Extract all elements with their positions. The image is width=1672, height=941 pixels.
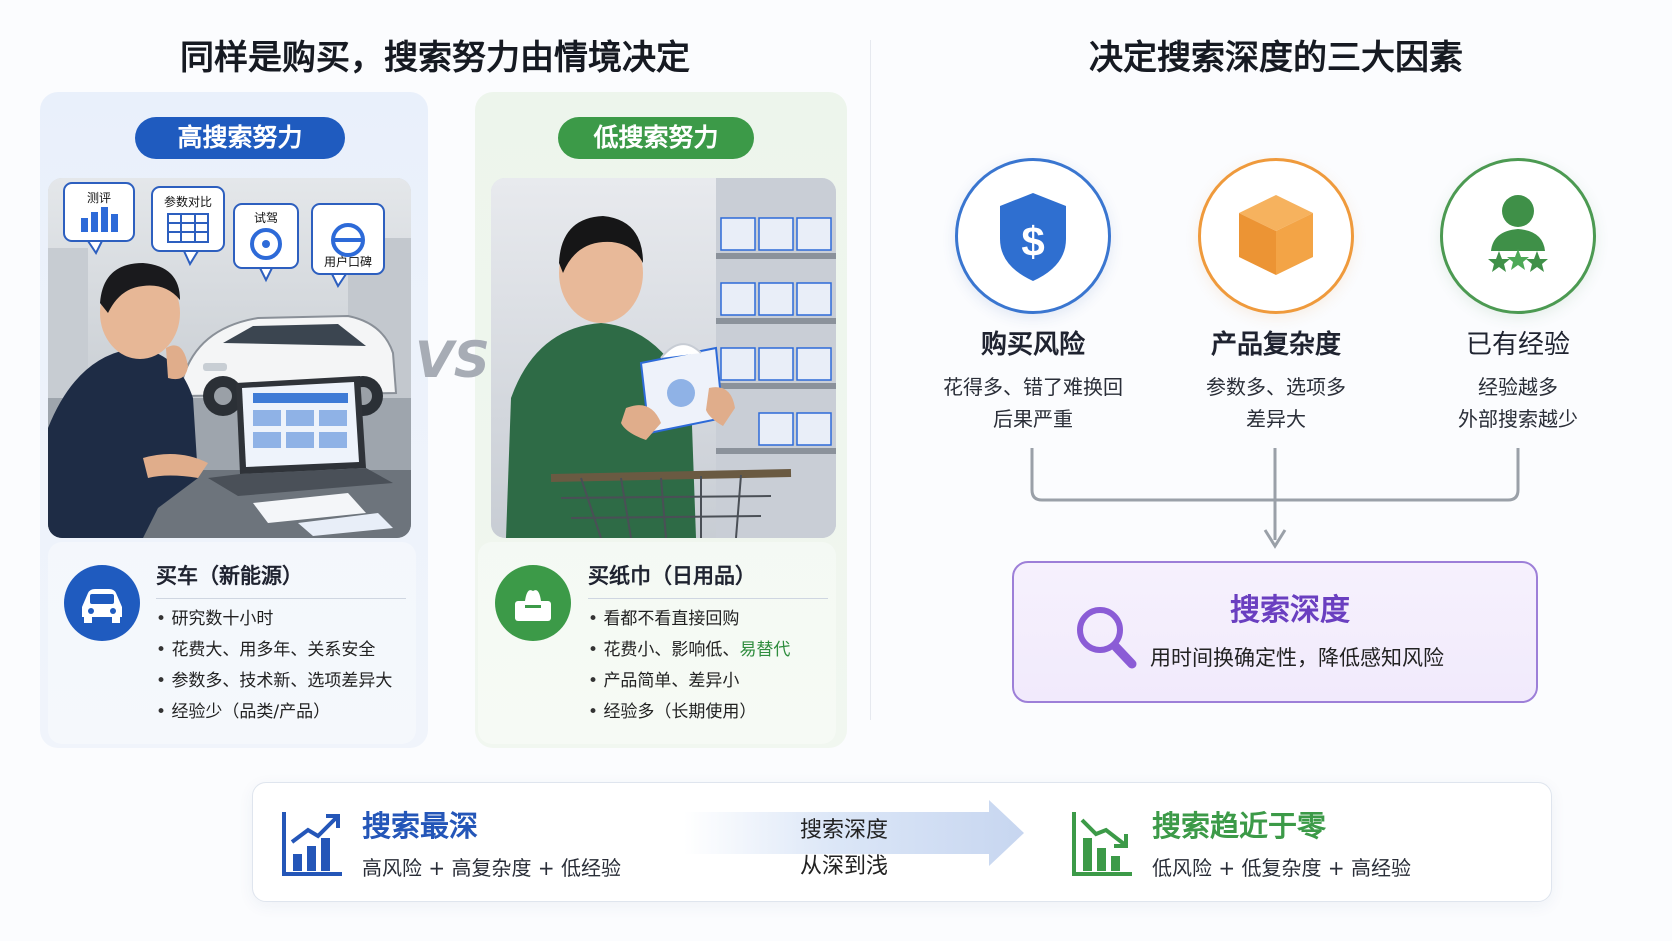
shield-dollar-icon: $	[1000, 193, 1066, 281]
near-zero-search-formula: 低风险 + 低复杂度 + 高经验	[1152, 856, 1411, 880]
highlight-text: 易替代	[739, 640, 791, 660]
card-divider	[156, 598, 406, 599]
factor-desc-experience-line1: 经验越多	[1478, 375, 1558, 399]
deep-to-shallow-arrow	[684, 800, 1024, 866]
factor-name-complexity: 产品复杂度	[1210, 330, 1341, 360]
car-case-title: 买车（新能源）	[156, 564, 303, 588]
car-buying-scene: 测评 参数对比 试驾 用户口碑	[48, 178, 411, 538]
magnifier-icon	[1070, 600, 1142, 676]
factor-name-risk: 购买风险	[980, 330, 1085, 360]
list-item: 产品简单、差异小	[588, 666, 838, 697]
tissue-case-list: 看都不看直接回购 花费小、影响低、易替代 产品简单、差异小 经验多（长期使用）	[588, 604, 838, 728]
list-item-text: 花费小、影响低、	[603, 640, 740, 660]
deepest-search-formula: 高风险 + 高复杂度 + 低经验	[362, 856, 621, 880]
right-section-title: 决定搜索深度的三大因素	[1089, 38, 1463, 78]
factor-connector-lines	[1030, 448, 1520, 549]
list-item: 研究数十小时	[156, 604, 416, 635]
box-icon	[1239, 195, 1313, 275]
bubble-label: 试驾	[254, 210, 278, 225]
list-item: 花费大、用多年、关系安全	[156, 635, 416, 666]
factor-desc-risk-line1: 花得多、错了难换回	[943, 375, 1123, 399]
factor-desc-complexity-line2: 差异大	[1246, 407, 1306, 431]
section-divider	[870, 40, 871, 720]
list-item: 经验多（长期使用）	[588, 697, 838, 728]
list-item: 参数多、技术新、选项差异大	[156, 666, 416, 697]
left-section-title: 同样是购买，搜索努力由情境决定	[180, 38, 690, 78]
card-divider	[588, 598, 828, 599]
factor-desc-complexity-line1: 参数多、选项多	[1206, 375, 1346, 399]
falling-chart-icon	[1070, 808, 1136, 878]
bubble-label: 测评	[87, 191, 111, 205]
bubble-label: 参数对比	[164, 194, 212, 209]
factor-desc-experience-line2: 外部搜索越少	[1458, 407, 1578, 431]
deepest-search-title: 搜索最深	[362, 809, 479, 843]
user-stars-icon	[1488, 195, 1548, 272]
list-item: 看都不看直接回购	[588, 604, 838, 635]
car-buying-illustration: 测评 参数对比 试驾 用户口碑	[48, 178, 411, 538]
bubble-label: 用户口碑	[324, 254, 372, 269]
tissue-buying-scene	[491, 178, 836, 538]
review-bubble: 测评	[63, 182, 135, 255]
arrow-label-bottom: 从深到浅	[799, 854, 888, 879]
tissue-case-title: 买纸巾（日用品）	[588, 564, 756, 588]
list-item: 花费小、影响低、易替代	[588, 635, 838, 666]
complexity-factor-circle	[1198, 158, 1354, 314]
rising-chart-icon	[280, 808, 346, 878]
car-icon	[64, 565, 140, 641]
result-subtitle: 用时间换确定性，降低感知风险	[1150, 646, 1444, 670]
compare-bubble: 参数对比	[151, 186, 225, 267]
vs-label: VS	[415, 331, 490, 389]
tissue-box-icon	[495, 565, 571, 641]
user-reviews-bubble: 用户口碑	[311, 203, 385, 288]
car-case-list: 研究数十小时 花费大、用多年、关系安全 参数多、技术新、选项差异大 经验少（品类…	[156, 604, 416, 728]
test-drive-bubble: 试驾	[233, 203, 299, 283]
arrow-label-top: 搜索深度	[799, 818, 888, 843]
high-effort-pill: 高搜索努力	[135, 117, 345, 159]
factor-name-experience: 已有经验	[1465, 330, 1570, 360]
search-depth-result-box	[1012, 561, 1538, 703]
tissue-buying-illustration	[491, 178, 836, 538]
list-item: 经验少（品类/产品）	[156, 697, 416, 728]
low-effort-pill: 低搜索努力	[558, 117, 754, 159]
near-zero-search-title: 搜索趋近于零	[1152, 809, 1327, 843]
experience-factor-circle	[1440, 158, 1596, 314]
factor-desc-risk-line2: 后果严重	[993, 407, 1073, 431]
result-title: 搜索深度	[1230, 593, 1350, 628]
risk-factor-circle: $	[955, 158, 1111, 314]
svg-text:$: $	[1021, 218, 1044, 265]
